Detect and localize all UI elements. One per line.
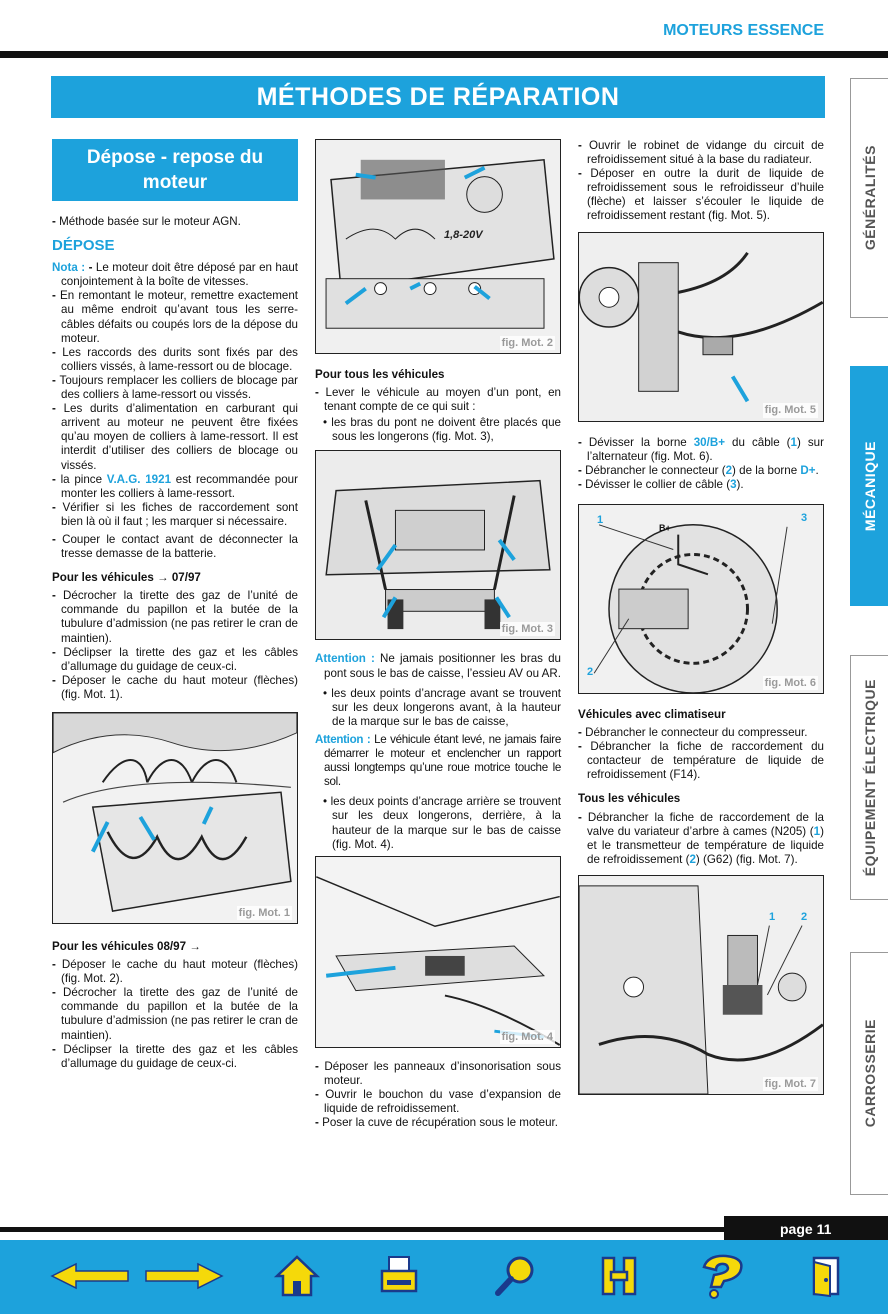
page-title: MÉTHODES DE RÉPARATION	[51, 76, 825, 118]
camshaft-valve-illustration	[579, 875, 823, 1094]
figure-mot-7: 1 2 fig. Mot. 7	[578, 874, 824, 1095]
jacking-point-illustration	[316, 856, 560, 1047]
column-1: Dépose - repose du moteur Méthode basée …	[52, 139, 298, 1071]
list-item: les deux points d’ancrage arrière se tro…	[323, 795, 561, 851]
index-icon	[601, 1256, 637, 1296]
figure-caption: fig. Mot. 1	[236, 905, 292, 920]
list-item: les bras du pont ne doivent être placés …	[323, 416, 561, 444]
arrow-left-icon	[50, 1262, 129, 1290]
search-icon	[495, 1256, 534, 1296]
depose-heading: DÉPOSE	[52, 237, 115, 255]
depose-list: En remontant le moteur, remettre exactem…	[52, 289, 298, 561]
figure-mot-6: 1 3 2 B+ fig. Mot. 6	[578, 503, 824, 694]
tab-equipement-electrique[interactable]: ÉQUIPEMENT ÉLECTRIQUE	[850, 655, 888, 900]
list-item: Ouvrir le bouchon du vase d’expansion de…	[315, 1088, 561, 1116]
print-button[interactable]	[376, 1252, 422, 1300]
list-item: Vérifier si les fiches de raccordement s…	[52, 501, 298, 529]
figure-mot-3: fig. Mot. 3	[315, 450, 561, 641]
engine-badge: 1,8-20V	[444, 229, 483, 241]
bottom-rule	[0, 1227, 888, 1232]
figure-caption: fig. Mot. 2	[499, 335, 555, 350]
figure-caption: fig. Mot. 7	[762, 1076, 818, 1091]
intro-text: Méthode basée sur le moteur AGN.	[52, 215, 298, 229]
list-item: Couper le contact avant de déconnecter l…	[52, 533, 298, 561]
list-item: Poser la cuve de récupération sous le mo…	[315, 1116, 561, 1130]
b-plus-label: B+	[659, 522, 671, 533]
print-icon	[380, 1256, 418, 1293]
list-item: Les raccords des durits sont fixés par d…	[52, 346, 298, 374]
figure-caption: fig. Mot. 3	[499, 622, 555, 637]
heading-0797: Pour les véhicules → 07/97	[52, 571, 201, 585]
home-button[interactable]	[272, 1252, 322, 1300]
exit-icon	[812, 1256, 840, 1298]
list-item: Dévisser la borne 30/B+ du câble (1) sur…	[578, 436, 824, 464]
nota: Nota : - Le moteur doit être déposé par …	[52, 261, 298, 289]
engine-manifold-illustration	[53, 713, 297, 923]
next-page-button[interactable]	[144, 1252, 224, 1300]
list-item: Déposer en outre la durit de liquide de …	[578, 167, 824, 223]
figure-mot-5: fig. Mot. 5	[578, 231, 824, 422]
top-rule	[0, 51, 888, 58]
figure-mot-1: fig. Mot. 1	[52, 712, 298, 924]
search-button[interactable]	[490, 1252, 540, 1300]
list-item: les deux points d’ancrage avant se trouv…	[323, 687, 561, 729]
previous-page-button[interactable]	[50, 1252, 130, 1300]
list-item: Déposer le cache du haut moteur (flèches…	[52, 674, 298, 702]
heading-all-vehicles: Pour tous les véhicules	[315, 368, 445, 381]
list-item: Déclipser la tirette des gaz et les câbl…	[52, 1043, 298, 1071]
section-title: Dépose - repose du moteur	[52, 139, 298, 201]
list-item: Ouvrir le robinet de vidange du circuit …	[578, 139, 824, 167]
list-item: Débrancher la fiche de raccordement de l…	[578, 811, 824, 867]
list-item: Débrancher la fiche de raccordement du c…	[578, 740, 824, 782]
heading-clim: Véhicules avec climatiseur	[578, 707, 726, 721]
alternator-illustration	[579, 504, 823, 693]
list-item: En remontant le moteur, remettre exactem…	[52, 289, 298, 345]
list-item: Lever le véhicule au moyen d’un pont, en…	[315, 386, 561, 414]
figure-caption: fig. Mot. 6	[762, 675, 818, 690]
tab-carrosserie[interactable]: CARROSSERIE	[850, 952, 888, 1195]
figure-mot-2: 1,8-20V fig. Mot. 2	[315, 139, 561, 354]
heading-all-vehicles: Tous les véhicules	[578, 792, 681, 806]
list-item: Déposer les panneaux d’insonorisation so…	[315, 1060, 561, 1088]
help-icon	[702, 1254, 743, 1299]
attention-2: Attention : Le véhicule étant levé, ne j…	[315, 732, 561, 789]
index-button[interactable]	[596, 1252, 642, 1300]
underbody-illustration	[316, 451, 560, 640]
column-3: Ouvrir le robinet de vidange du circuit …	[578, 139, 824, 1101]
figure-mot-4: fig. Mot. 4	[315, 855, 561, 1048]
list-item: Déclipser la tirette des gaz et les câbl…	[52, 646, 298, 674]
tab-generalites[interactable]: GÉNÉRALITÉS	[850, 78, 888, 318]
list-item: Débrancher le connecteur (2) de la borne…	[578, 464, 824, 478]
arrow-right-icon	[145, 1262, 224, 1290]
section-header: MOTEURS ESSENCE	[663, 22, 824, 39]
callout-2: 2	[587, 665, 594, 678]
attention-1: Attention : Ne jamais positionner les br…	[315, 652, 561, 680]
callout-1: 1	[769, 910, 776, 923]
page-number: page 11	[724, 1216, 888, 1242]
tab-mecanique[interactable]: MÉCANIQUE	[850, 366, 888, 606]
exit-button[interactable]	[806, 1252, 846, 1300]
callout-2: 2	[801, 910, 808, 923]
heading-0897: Pour les véhicules 08/97 →	[52, 940, 201, 953]
list-item: Toujours remplacer les colliers de bloca…	[52, 374, 298, 402]
callout-3: 3	[801, 511, 808, 524]
navigation-bar	[0, 1240, 888, 1314]
list-item: Décrocher la tirette des gaz de l’unité …	[52, 986, 298, 1042]
figure-caption: fig. Mot. 5	[762, 403, 818, 418]
figure-caption: fig. Mot. 4	[499, 1029, 555, 1044]
list-item: Les durits d’alimentation en carburant q…	[52, 402, 298, 472]
list-item: Déposer le cache du haut moteur (flèches…	[52, 958, 298, 986]
oil-cooler-illustration	[579, 232, 823, 421]
home-icon	[274, 1255, 320, 1297]
list-item: Décrocher la tirette des gaz de l’unité …	[52, 589, 298, 645]
list-item: Dévisser le collier de câble (3).	[578, 478, 824, 492]
engine-cover-illustration	[316, 140, 560, 353]
list-item: Débrancher le connecteur du compresseur.	[578, 726, 824, 740]
column-2: 1,8-20V fig. Mot. 2 Pour tous les véhicu…	[315, 133, 561, 1130]
help-button[interactable]	[692, 1252, 752, 1300]
callout-1: 1	[597, 513, 604, 526]
list-item: la pince V.A.G. 1921 est recommandée pou…	[52, 473, 298, 501]
